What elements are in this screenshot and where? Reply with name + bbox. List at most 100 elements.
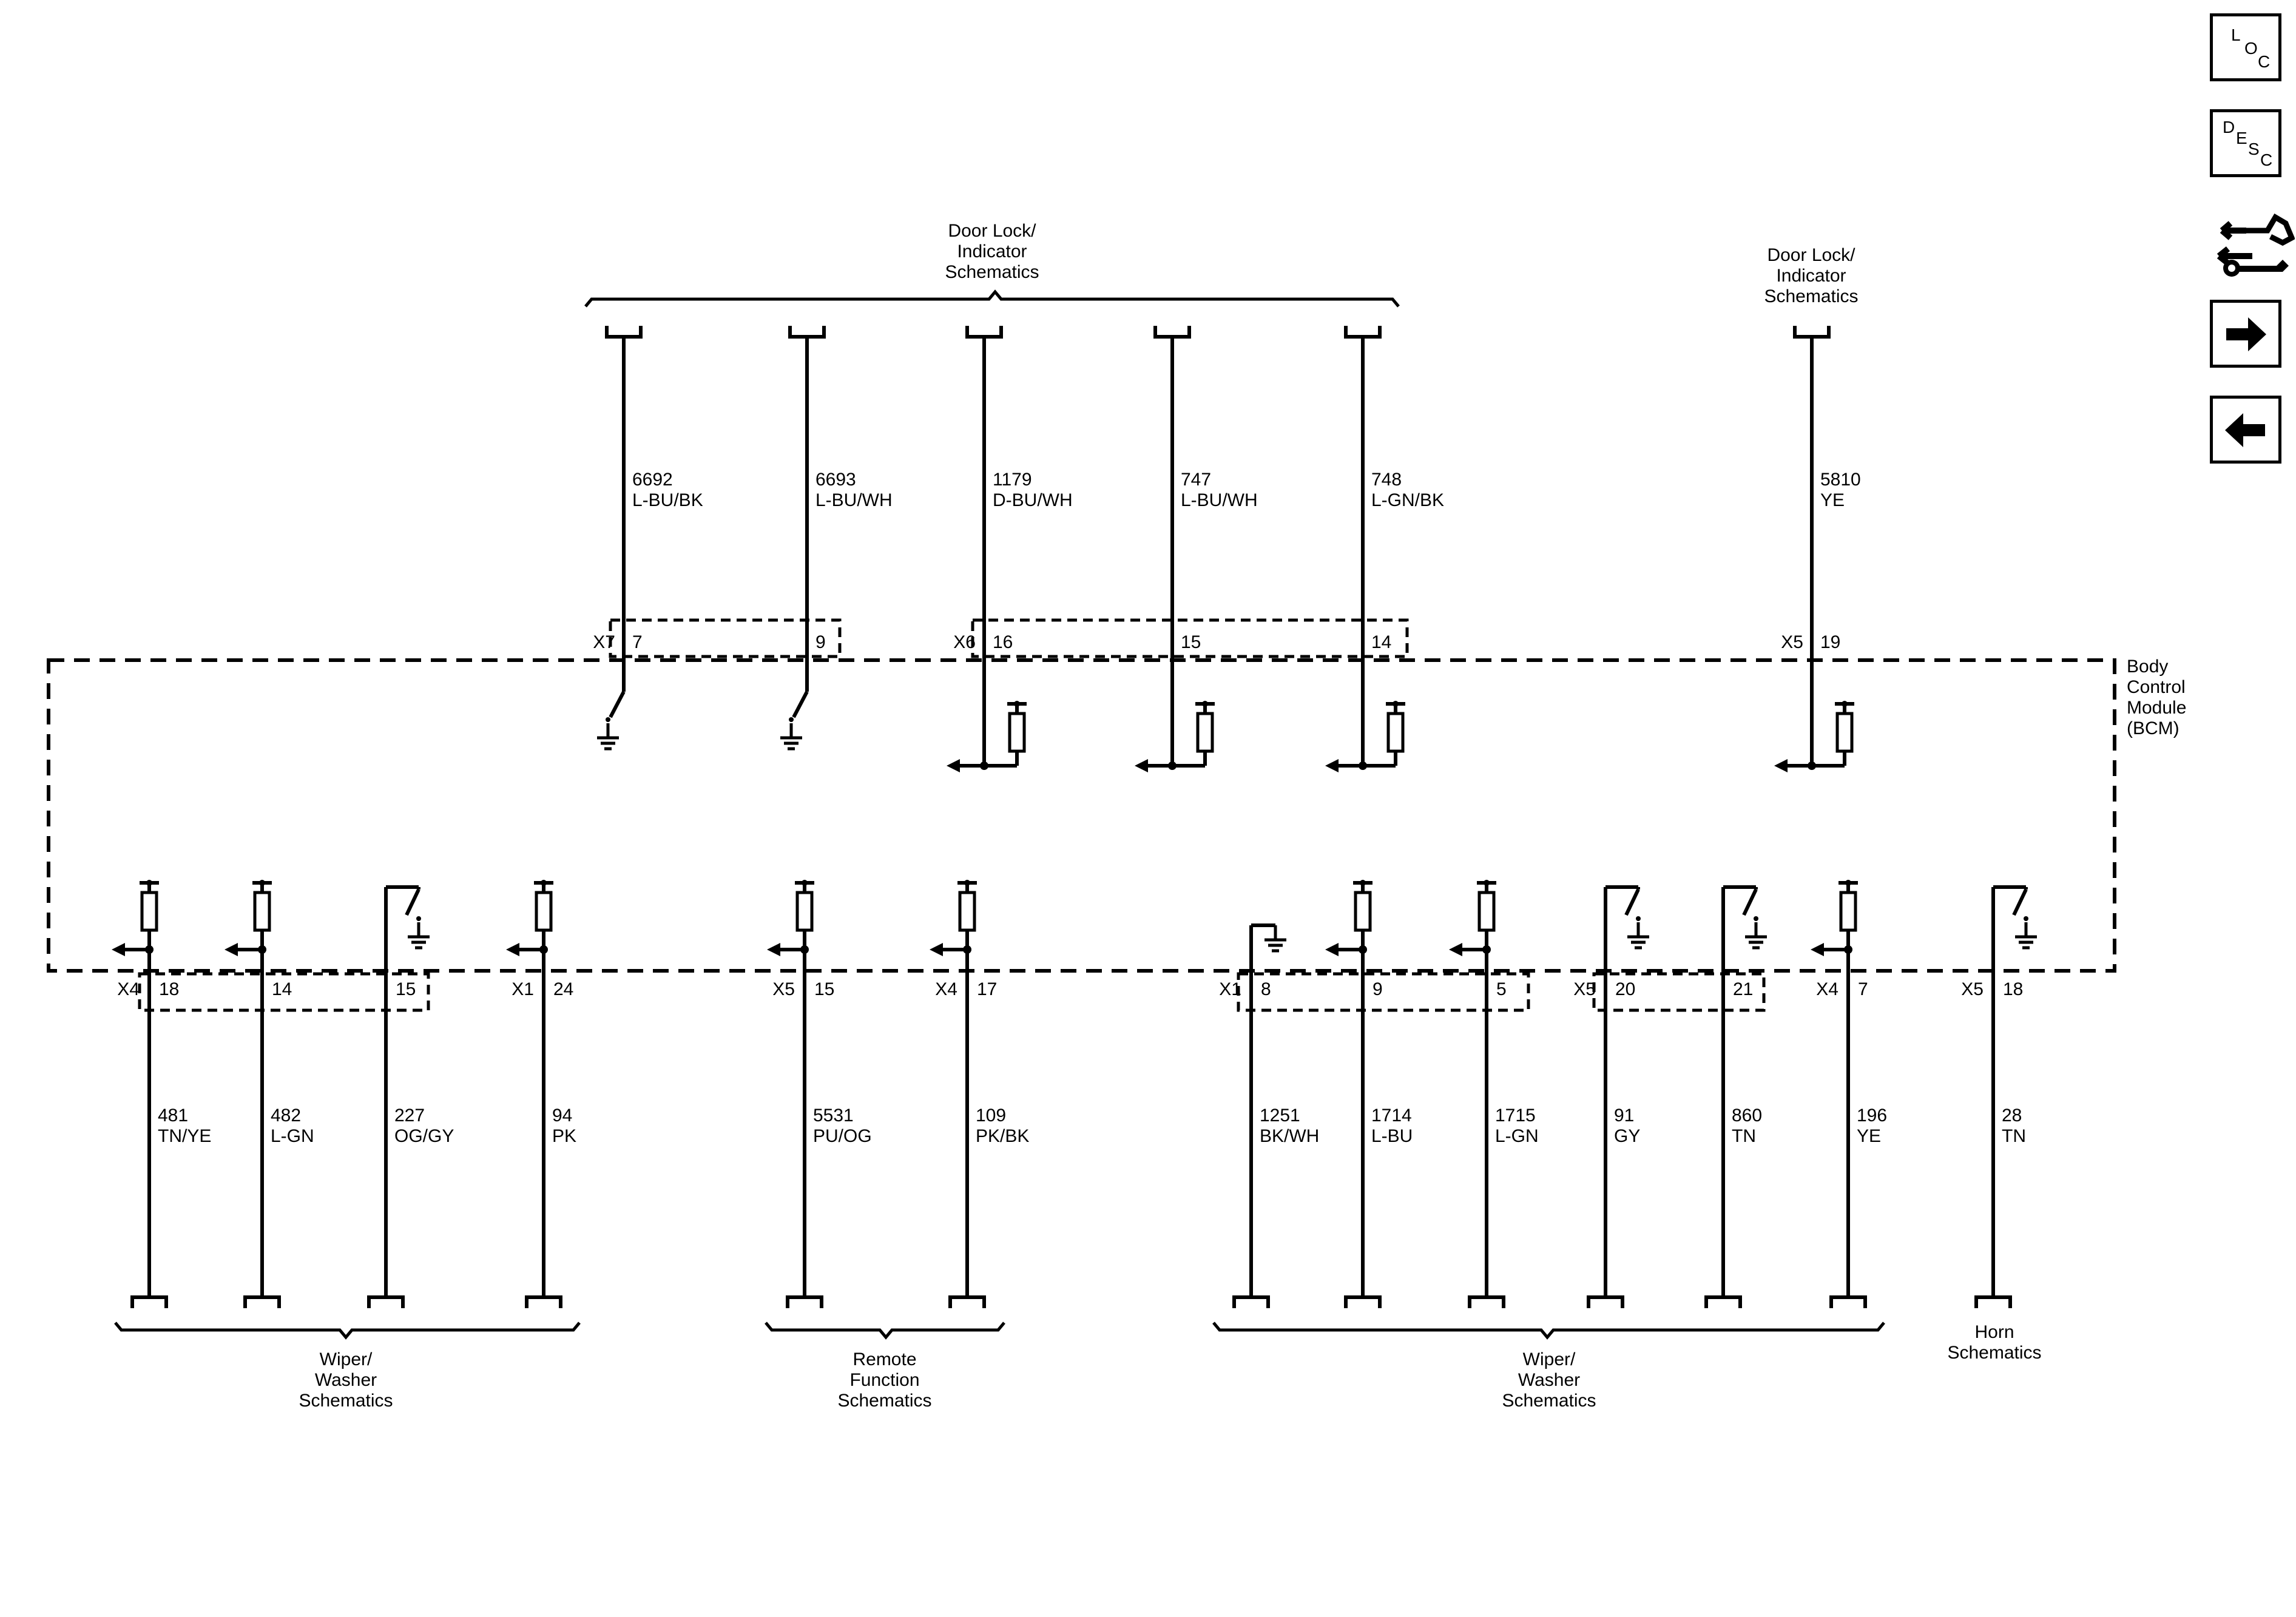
pin-number: 15 <box>1181 632 1201 652</box>
signal-arrow <box>767 943 780 956</box>
terminal-symbol <box>605 326 643 339</box>
terminal-symbol <box>1153 326 1191 339</box>
svg-text:Wiper/: Wiper/ <box>320 1349 373 1369</box>
svg-text:Washer: Washer <box>1518 1370 1580 1390</box>
svg-text:Schematics: Schematics <box>837 1391 931 1411</box>
terminal-symbol <box>1468 1295 1505 1308</box>
svg-text:O: O <box>2244 39 2258 58</box>
pin-number: 7 <box>1858 979 1868 999</box>
bottom-group-label-wiper-2: Wiper/ Washer Schematics <box>1502 1349 1596 1411</box>
desc-button[interactable]: D E S C <box>2210 109 2281 177</box>
terminal-symbol <box>243 1295 281 1308</box>
next-button[interactable] <box>2210 300 2281 368</box>
signal-arrow <box>947 759 960 772</box>
circuit-number: 1715 <box>1495 1106 1536 1126</box>
wire-color: BK/WH <box>1260 1126 1319 1146</box>
pin-number: 15 <box>396 979 416 999</box>
resistor <box>253 891 271 932</box>
circuit-number: 91 <box>1614 1106 1634 1126</box>
connector-wrench-icon <box>2217 213 2295 277</box>
circuit-number: 109 <box>976 1106 1006 1126</box>
svg-text:C: C <box>2260 150 2272 169</box>
wire-color: YE <box>1820 490 1845 510</box>
circuit-number: 747 <box>1181 470 1211 490</box>
pin-number: 9 <box>1373 979 1383 999</box>
signal-arrow <box>1811 943 1824 956</box>
circuit-number: 748 <box>1371 470 1402 490</box>
terminal-symbol <box>965 326 1003 339</box>
pin-number: 15 <box>814 979 834 999</box>
wire-color: PK/BK <box>976 1126 1029 1146</box>
resistor <box>958 891 976 932</box>
connector-label: X5 <box>772 979 795 999</box>
resistor <box>1196 712 1214 753</box>
circuit-number: 482 <box>271 1106 301 1126</box>
connector-label: X4 <box>1816 979 1838 999</box>
wire-color: TN <box>2002 1126 2026 1146</box>
pin-number: 24 <box>553 979 573 999</box>
terminal-symbol <box>788 326 826 339</box>
svg-text:E: E <box>2236 129 2247 147</box>
resistor <box>1835 712 1854 753</box>
terminal-symbol <box>525 1295 562 1308</box>
resistor <box>1839 891 1857 932</box>
connector-label: X4 <box>935 979 957 999</box>
top-group-label-door-lock-2: Door Lock/ Indicator Schematics <box>1764 245 1858 306</box>
bottom-brace-wiper-2 <box>1212 1322 1885 1340</box>
resistor <box>535 891 553 932</box>
terminal-symbol <box>1344 1295 1382 1308</box>
svg-text:Control: Control <box>2127 677 2186 697</box>
circuit-number: 1251 <box>1260 1106 1300 1126</box>
wire-color: L-GN/BK <box>1371 490 1444 510</box>
wire-color: D-BU/WH <box>993 490 1073 510</box>
circuit-number: 28 <box>2002 1106 2022 1126</box>
circuit-number: 5810 <box>1820 470 1861 490</box>
pin-number: 20 <box>1615 979 1635 999</box>
svg-text:Schematics: Schematics <box>299 1391 393 1411</box>
wire-color: L-GN <box>271 1126 314 1146</box>
wire-color: L-BU <box>1371 1126 1413 1146</box>
pin-number: 5 <box>1496 979 1507 999</box>
pin-number: 9 <box>815 632 826 652</box>
pin-number: 16 <box>993 632 1013 652</box>
signal-arrow <box>1774 759 1788 772</box>
wire-color: L-BU/WH <box>815 490 893 510</box>
svg-text:Body: Body <box>2127 657 2168 677</box>
terminal-symbol <box>1704 1295 1742 1308</box>
svg-text:C: C <box>2258 52 2270 71</box>
connector-label: X6 <box>953 632 976 652</box>
svg-text:Function: Function <box>849 1370 919 1390</box>
resistor <box>1386 712 1405 753</box>
pin-number: 18 <box>159 979 179 999</box>
circuit-number: 5531 <box>813 1106 854 1126</box>
connector-repair-button[interactable] <box>2210 200 2295 285</box>
connector-label: X5 <box>1573 979 1596 999</box>
wire-color: OG/GY <box>394 1126 454 1146</box>
circuit-number: 227 <box>394 1106 425 1126</box>
loc-button[interactable]: L O C <box>2210 13 2281 81</box>
svg-text:Schematics: Schematics <box>1947 1343 2041 1363</box>
svg-text:Wiper/: Wiper/ <box>1523 1349 1576 1369</box>
previous-button[interactable] <box>2210 396 2281 464</box>
circuit-number: 860 <box>1732 1106 1762 1126</box>
connector-label: X4 <box>117 979 140 999</box>
circuit-number: 6692 <box>632 470 673 490</box>
svg-text:Horn: Horn <box>1974 1322 2014 1342</box>
connector-label: X1 <box>1219 979 1241 999</box>
resistor <box>140 891 158 932</box>
pin-number: 14 <box>1371 632 1391 652</box>
signal-arrow <box>1325 943 1339 956</box>
wire-color: L-BU/BK <box>632 490 703 510</box>
